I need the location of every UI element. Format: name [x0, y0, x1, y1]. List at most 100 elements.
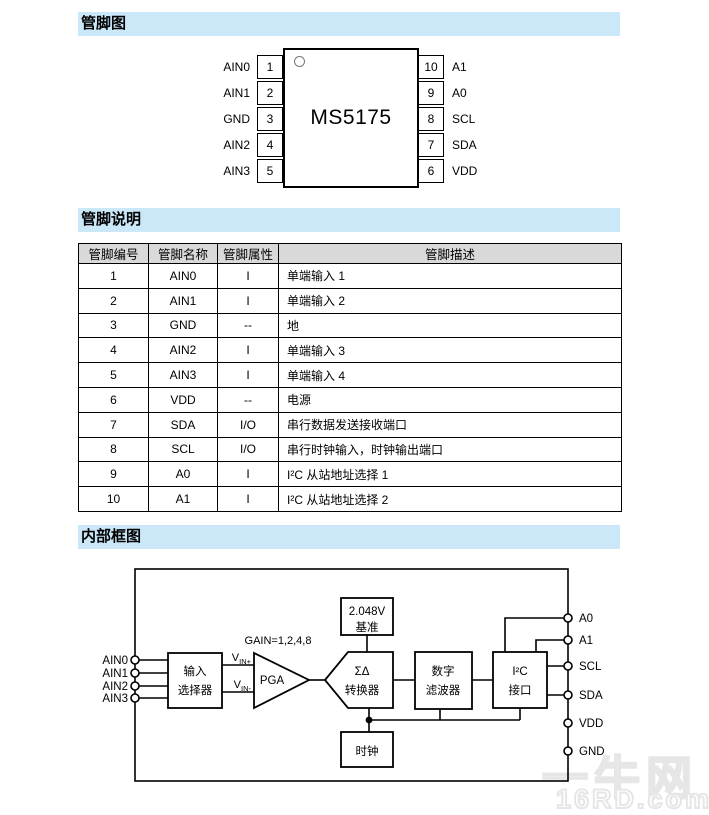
table-cell: I²C 从站地址选择 2 — [278, 486, 622, 512]
table-cell: 串行时钟输入，时钟输出端口 — [278, 436, 622, 463]
clock-block — [340, 731, 394, 768]
table-cell: A1 — [148, 486, 218, 512]
section-title-block-diagram: 内部框图 — [78, 525, 620, 549]
vin-plus-label: VIN+ — [232, 652, 252, 666]
table-cell: AIN2 — [148, 337, 218, 364]
pin-name: GND — [223, 112, 250, 126]
diagram-pin-label: VDD — [579, 718, 603, 730]
column-header: 管脚属性 — [217, 243, 279, 264]
pin-number-box: 8 — [418, 107, 444, 131]
pin-number-box: 9 — [418, 81, 444, 105]
pin-circle — [563, 746, 573, 756]
diagram-pin-label: AIN3 — [102, 693, 128, 705]
table-cell: 4 — [78, 337, 149, 364]
table-cell: SDA — [148, 411, 218, 438]
table-cell: I — [217, 362, 279, 388]
column-header: 管脚描述 — [278, 243, 622, 264]
table-cell: I²C 从站地址选择 1 — [278, 461, 622, 488]
input-selector-label: 选择器 — [178, 683, 213, 697]
pin-row: AIN1 2 — [160, 81, 283, 105]
pin-circle — [563, 613, 573, 623]
sigma-delta-label: ΣΔ — [355, 666, 370, 678]
table-cell: I — [217, 461, 279, 488]
table-cell: A0 — [148, 461, 218, 488]
pin-name: SCL — [452, 112, 476, 126]
pin-row: 8 SCL — [418, 107, 475, 131]
pin-number-box: 6 — [418, 159, 444, 183]
wire-junction-dot — [365, 716, 373, 724]
pin-name: AIN0 — [223, 60, 250, 74]
clock-label: 时钟 — [356, 744, 379, 758]
diagram-pin-label: A1 — [579, 635, 593, 647]
input-selector-block — [167, 652, 223, 709]
pin-number-box: 4 — [257, 133, 283, 157]
pin-row: AIN3 5 — [160, 159, 283, 183]
table-cell: AIN3 — [148, 362, 218, 388]
table-cell: I — [217, 337, 279, 364]
pin-name: AIN3 — [223, 164, 250, 178]
table-cell: 10 — [78, 486, 149, 512]
pin-circle — [130, 655, 140, 665]
vref-block — [340, 597, 394, 636]
pin-name: AIN1 — [223, 86, 250, 100]
table-cell: 3 — [78, 312, 149, 339]
pin-name: A0 — [452, 86, 467, 100]
table-cell: I/O — [217, 436, 279, 463]
gain-label: GAIN=1,2,4,8 — [245, 635, 312, 647]
pga-label: PGA — [260, 675, 285, 687]
sigma-delta-label: 转换器 — [345, 683, 380, 697]
i2c-label: 接口 — [509, 684, 532, 697]
pin-number-box: 10 — [418, 55, 444, 79]
diagram-pin-label: SCL — [579, 661, 602, 673]
table-cell: -- — [217, 386, 279, 413]
table-cell: I — [217, 263, 279, 289]
pin-row: GND 3 — [160, 107, 283, 131]
pin-circle — [563, 690, 573, 700]
pin-number-box: 3 — [257, 107, 283, 131]
section-title-pin-diagram: 管脚图 — [78, 12, 620, 36]
pin-circle — [563, 661, 573, 671]
table-cell: SCL — [148, 436, 218, 463]
sigma-delta-block — [323, 651, 394, 709]
input-selector-label: 输入 — [184, 664, 207, 678]
i2c-label: I²C — [512, 666, 527, 678]
pin1-marker-icon — [294, 56, 305, 67]
diagram-pin-label: SDA — [579, 690, 603, 702]
diagram-pin-circles — [130, 613, 573, 756]
chip-label: MS5175 — [310, 106, 392, 129]
i2c-block — [492, 651, 548, 709]
table-cell: 9 — [78, 461, 149, 488]
table-cell: I/O — [217, 411, 279, 438]
diagram-pin-label: AIN1 — [102, 668, 128, 680]
table-cell: 单端输入 3 — [278, 337, 622, 364]
vref-label: 基准 — [356, 621, 379, 634]
table-cell: 地 — [278, 312, 622, 339]
digital-filter-block — [414, 651, 473, 710]
table-cell: GND — [148, 312, 218, 339]
watermark-logo: 一牛网 — [541, 751, 698, 805]
table-cell: -- — [217, 312, 279, 339]
diagram-pin-label: AIN0 — [102, 655, 128, 667]
internal-block-diagram: AIN0 AIN1 AIN2 AIN3 A0 A1 SCL SDA VDD GN… — [102, 568, 605, 782]
table-cell: 单端输入 1 — [278, 263, 622, 289]
table-cell: AIN1 — [148, 287, 218, 314]
pin-circle — [130, 693, 140, 703]
vin-minus-label: VIN- — [234, 679, 252, 693]
pin-number-box: 7 — [418, 133, 444, 157]
pin-number-box: 5 — [257, 159, 283, 183]
pin-number-box: 2 — [257, 81, 283, 105]
diagram-wires — [139, 617, 564, 732]
table-cell: VDD — [148, 386, 218, 413]
